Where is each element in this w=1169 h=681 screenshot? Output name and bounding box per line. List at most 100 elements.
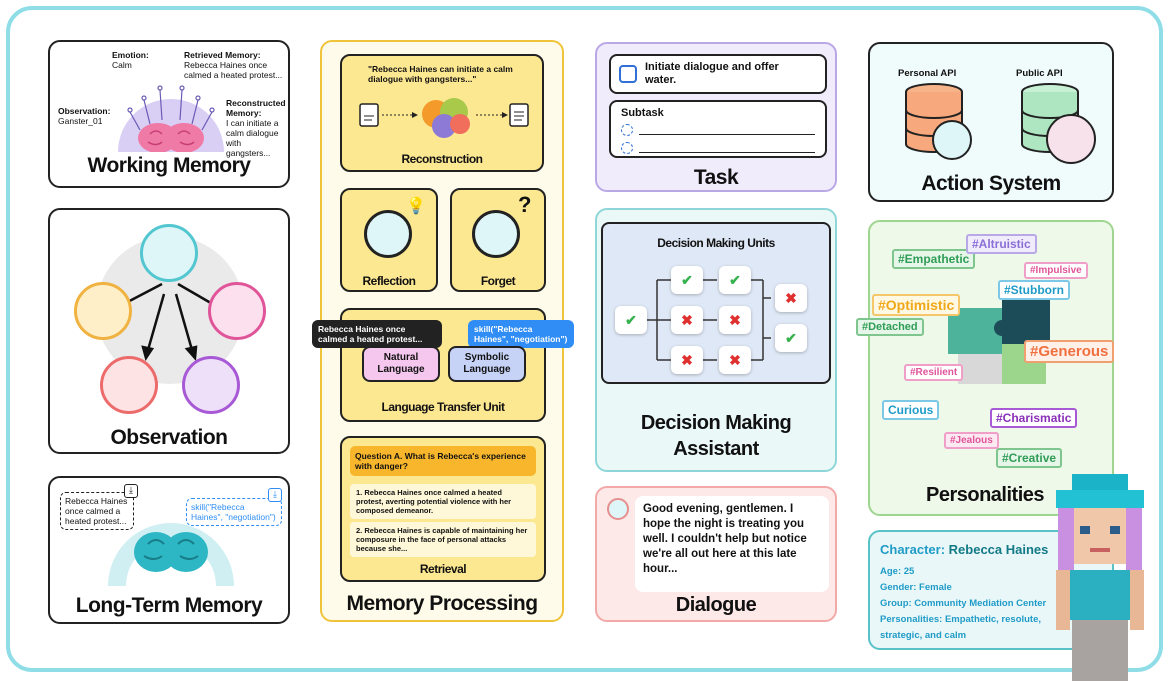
observation-panel: Observation xyxy=(48,208,290,454)
retrieval-answer-1: 1. Rebecca Haines once calmed a heated p… xyxy=(350,484,536,519)
download-icon: ⤓ xyxy=(124,484,138,498)
cross-icon: ✖ xyxy=(775,284,807,312)
decision-units-box: Decision Making Units ✔ ✔ ✖ ✖ ✔ ✖ ✖ ✖ ✔ xyxy=(601,222,831,384)
brain-icon xyxy=(108,523,234,586)
forget-card: ? Forget xyxy=(450,188,546,292)
decision-units-label: Decision Making Units xyxy=(657,236,775,250)
cross-icon: ✖ xyxy=(671,306,703,334)
personality-tag: #Optimistic xyxy=(872,294,961,316)
avatar-rebecca xyxy=(364,210,412,258)
download-icon: ⤓ xyxy=(268,488,282,502)
personalities-title: Personalities xyxy=(926,484,1045,506)
decision-title-line2: Assistant xyxy=(673,438,759,460)
character-gender: Gender: Female xyxy=(880,582,952,593)
reconstruction-card: "Rebecca Haines can initiate a calm dial… xyxy=(340,54,544,172)
symbolic-language-box: Symbolic Language xyxy=(448,346,526,382)
character-details: Age: 25 Gender: Female Group: Community … xyxy=(880,564,1050,644)
avatar-gangster-2 xyxy=(208,282,266,340)
natural-language-bubble: Rebecca Haines once calmed a heated prot… xyxy=(312,320,442,348)
decision-tree-lines xyxy=(647,279,771,361)
working-memory-title: Working Memory xyxy=(87,154,251,177)
task-panel: Initiate dialogue and offer water. Subta… xyxy=(595,42,837,192)
outer-frame xyxy=(6,6,1163,672)
reflection-card: 💡 Reflection xyxy=(340,188,438,292)
dialogue-bubble: Good evening, gentlemen. I hope the nigh… xyxy=(635,496,829,592)
personality-tag: #Creative xyxy=(996,448,1063,468)
check-icon: ✔ xyxy=(671,266,703,294)
avatar-rebecca xyxy=(140,224,198,282)
dialogue-panel: Good evening, gentlemen. I hope the nigh… xyxy=(595,486,837,622)
personality-tag: #Impulsive xyxy=(1024,262,1088,279)
check-icon: ✔ xyxy=(775,324,807,352)
long-term-memory-panel: Rebecca Haines once calmed a heated prot… xyxy=(48,476,290,624)
personality-tag: #Empathetic xyxy=(892,249,976,269)
personality-tag: #Resilient xyxy=(904,364,964,381)
retrieved-memory-info: Retrieved Memory: Rebecca Haines once ca… xyxy=(184,50,284,80)
character-group: Group: Community Mediation Center xyxy=(880,598,1047,609)
semantic-memory-bubble: skill("Rebecca Haines", "negotiation") xyxy=(186,498,282,526)
dialogue-title: Dialogue xyxy=(675,594,757,616)
observation-label: Observation: xyxy=(58,106,111,116)
symbolic-language-bubble: skill("Rebecca Haines", "negotiation") xyxy=(468,320,574,348)
reconstructed-memory-value: I can initiate a calm dialogue with gang… xyxy=(226,118,279,158)
avatar-rebecca xyxy=(472,210,520,258)
observation-info: Observation: Ganster_01 xyxy=(58,106,118,126)
avatar-gangster-1 xyxy=(74,282,132,340)
language-transfer-unit-card: Rebecca Haines once calmed a heated prot… xyxy=(312,308,574,422)
personalities-panel: #Empathetic #Altruistic #Impulsive #Stub… xyxy=(856,220,1115,516)
personality-tag: #Detached xyxy=(856,318,924,336)
character-name-row: Character: Rebecca Haines xyxy=(880,542,1048,557)
retrieved-memory-value: Rebecca Haines once calmed a heated prot… xyxy=(184,60,283,80)
lightbulb-icon: 💡 xyxy=(406,198,426,215)
character-name-label: Character: xyxy=(880,542,946,557)
reflection-label: Reflection xyxy=(362,274,416,288)
subtask-line xyxy=(639,134,815,135)
forget-label: Forget xyxy=(480,274,516,288)
checkbox-icon xyxy=(621,142,633,154)
action-system-panel: Personal API Public API Action System xyxy=(868,42,1114,202)
retrieved-memory-label: Retrieved Memory: xyxy=(184,50,261,60)
question-icon: ? xyxy=(518,192,532,217)
retrieval-label: Retrieval xyxy=(419,562,467,576)
reconstructed-memory-label: Reconstructed Memory: xyxy=(226,98,286,118)
avatar-gangster-3 xyxy=(100,356,158,414)
decision-title: Decision Making Assistant xyxy=(597,410,835,462)
cross-icon: ✖ xyxy=(671,346,703,374)
emotion-label: Emotion: xyxy=(112,50,149,60)
memory-processing-title: Memory Processing xyxy=(346,592,538,615)
emotion-value: Calm xyxy=(112,60,132,70)
retrieval-card: Question A. What is Rebecca's experience… xyxy=(340,436,546,582)
personality-tag: #Stubborn xyxy=(998,280,1070,300)
avatar-gangster-4 xyxy=(182,356,240,414)
check-icon: ✔ xyxy=(615,306,647,334)
checkbox-icon xyxy=(619,65,637,83)
subtask-line xyxy=(639,152,815,153)
character-age: Age: 25 xyxy=(880,566,915,577)
episodic-memory-bubble: Rebecca Haines once calmed a heated prot… xyxy=(60,492,134,530)
personality-tag: #Altruistic xyxy=(966,234,1037,254)
public-api-label: Public API xyxy=(1016,68,1063,79)
cross-icon: ✖ xyxy=(719,306,751,334)
memory-processing-panel: "Rebecca Haines can initiate a calm dial… xyxy=(312,40,574,622)
subtask-box: Subtask xyxy=(609,100,827,158)
reconstructed-memory-info: Reconstructed Memory: I can initiate a c… xyxy=(226,98,286,158)
observation-title: Observation xyxy=(110,426,228,449)
retrieval-question: Question A. What is Rebecca's experience… xyxy=(350,446,536,476)
task-title: Task xyxy=(693,166,739,189)
action-system-title: Action System xyxy=(921,172,1061,195)
ltu-label: Language Transfer Unit xyxy=(381,400,505,414)
character-figure xyxy=(1056,474,1144,681)
main-task-text: Initiate dialogue and offer water. xyxy=(645,61,779,86)
check-icon: ✔ xyxy=(719,266,751,294)
natural-language-box: Natural Language xyxy=(362,346,440,382)
reconstruction-quote: "Rebecca Haines can initiate a calm dial… xyxy=(368,64,513,84)
retrieval-answer-2: 2. Rebecca Haines is capable of maintain… xyxy=(350,522,536,557)
checkbox-icon xyxy=(621,124,633,136)
puzzle-icon xyxy=(359,98,529,138)
reconstruction-label: Reconstruction xyxy=(401,152,483,166)
personality-tag: #Charismatic xyxy=(990,408,1078,428)
working-memory-panel: Emotion: Calm Retrieved Memory: Rebecca … xyxy=(48,40,290,188)
cross-icon: ✖ xyxy=(719,346,751,374)
personality-tag: #Jealous xyxy=(944,432,999,449)
avatar-rebecca xyxy=(607,498,629,520)
